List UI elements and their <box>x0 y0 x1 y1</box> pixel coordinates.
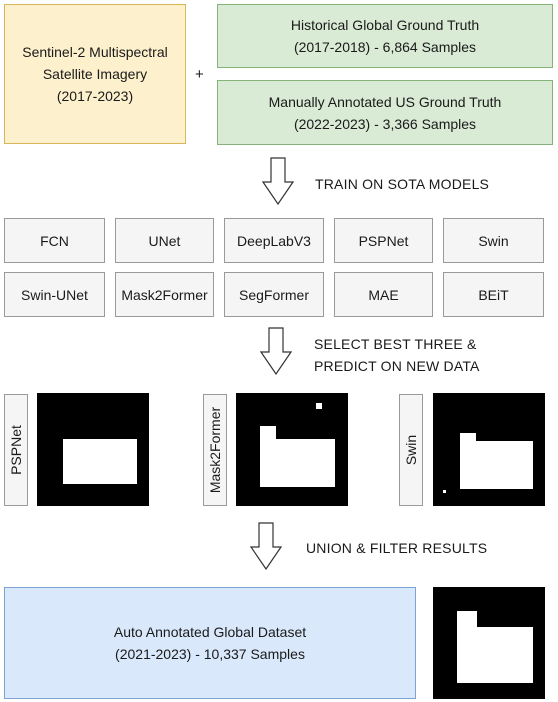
prediction-label-mask2former: Mask2Former <box>203 394 227 506</box>
sentinel-imagery-box: Sentinel-2 Multispectral Satellite Image… <box>4 4 186 144</box>
historical-ground-truth-box: Historical Global Ground Truth (2017-201… <box>217 4 553 68</box>
down-arrow-icon <box>262 157 294 205</box>
model-segformer: SegFormer <box>224 272 324 317</box>
manual-ground-truth-box: Manually Annotated US Ground Truth (2022… <box>217 80 553 145</box>
union-step-label: UNION & FILTER RESULTS <box>306 540 488 556</box>
model-unet: UNet <box>115 218 214 263</box>
model-mae: MAE <box>334 272 433 317</box>
prediction-label-swin: Swin <box>399 394 423 506</box>
model-pspnet: PSPNet <box>334 218 433 263</box>
select-step-label: SELECT BEST THREE & PREDICT ON NEW DATA <box>314 336 480 374</box>
output-dataset-box: Auto Annotated Global Dataset (2021-2023… <box>4 587 416 699</box>
mask2former-mask-image <box>236 393 348 506</box>
pspnet-mask-image <box>37 393 149 506</box>
model-deeplabv3: DeepLabV3 <box>224 218 324 263</box>
train-step-label: TRAIN ON SOTA MODELS <box>315 176 490 192</box>
swin-mask-image <box>433 393 545 506</box>
down-arrow-icon <box>260 327 292 375</box>
model-swin: Swin <box>443 218 544 263</box>
model-swin-unet: Swin-UNet <box>4 272 105 317</box>
model-fcn: FCN <box>4 218 105 263</box>
model-beit: BEiT <box>443 272 544 317</box>
plus-sign: + <box>195 66 204 83</box>
union-mask-image <box>433 587 545 699</box>
prediction-label-pspnet: PSPNet <box>4 394 28 506</box>
model-mask2former: Mask2Former <box>115 272 214 317</box>
down-arrow-icon <box>250 522 282 570</box>
